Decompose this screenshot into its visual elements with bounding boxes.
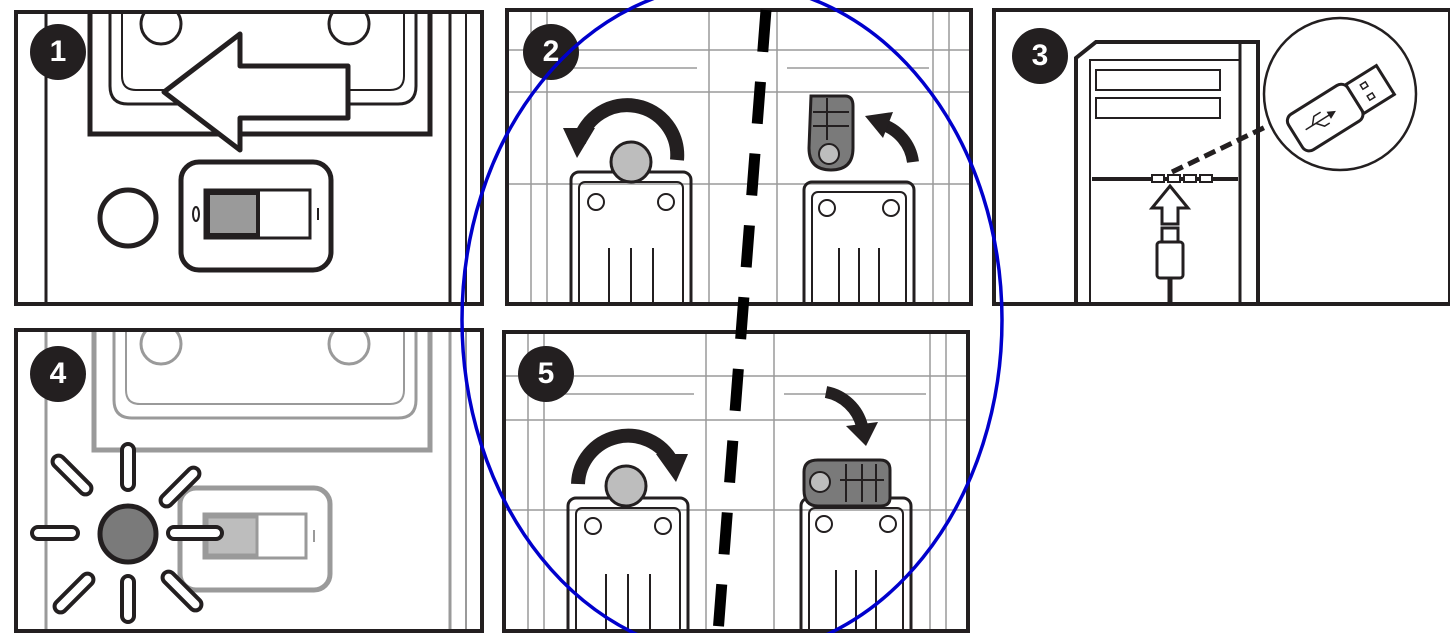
rotate-up-icon [865,112,919,164]
knob-icon [609,140,653,184]
rotate-down-icon [824,386,878,446]
step-4-panel: 4 [14,328,484,633]
usb-cap-open-icon [807,94,855,172]
knob-icon [604,464,648,508]
step-3-number: 3 [1031,39,1049,72]
usb-cap-closed-icon [802,458,892,508]
step-2-number: 2 [542,35,560,68]
step-5-illustration [506,334,966,629]
usb-symbol-icon [1305,110,1336,131]
step-5-panel: 5 [502,330,970,633]
light-rays-icon [30,442,224,624]
arrow-left-icon [161,31,351,153]
step-5-number: 5 [537,357,555,390]
step-4-number: 4 [49,357,67,390]
step-1-illustration [44,14,467,302]
step-1-badge: 1 [30,24,86,80]
usb-cable-icon [1155,226,1185,302]
usb-drive-icon [1262,16,1418,172]
connection-dashed-line [1170,117,1282,175]
step-5-badge: 5 [518,346,574,402]
step-2-panel: 2 [505,8,973,306]
step-3-badge: 3 [1012,28,1068,84]
step-2-badge: 2 [523,24,579,80]
led-indicator-icon [97,503,159,565]
power-switch-icon [178,159,334,273]
step-3-panel: 3 [992,8,1450,306]
led-indicator-icon [97,187,159,249]
step-3-illustration [1074,16,1418,302]
step-1-number: 1 [49,35,67,68]
arrow-up-icon [1148,183,1192,226]
step-4-badge: 4 [30,346,86,402]
step-4-illustration [30,332,467,629]
step-1-panel: 1 [14,10,484,306]
